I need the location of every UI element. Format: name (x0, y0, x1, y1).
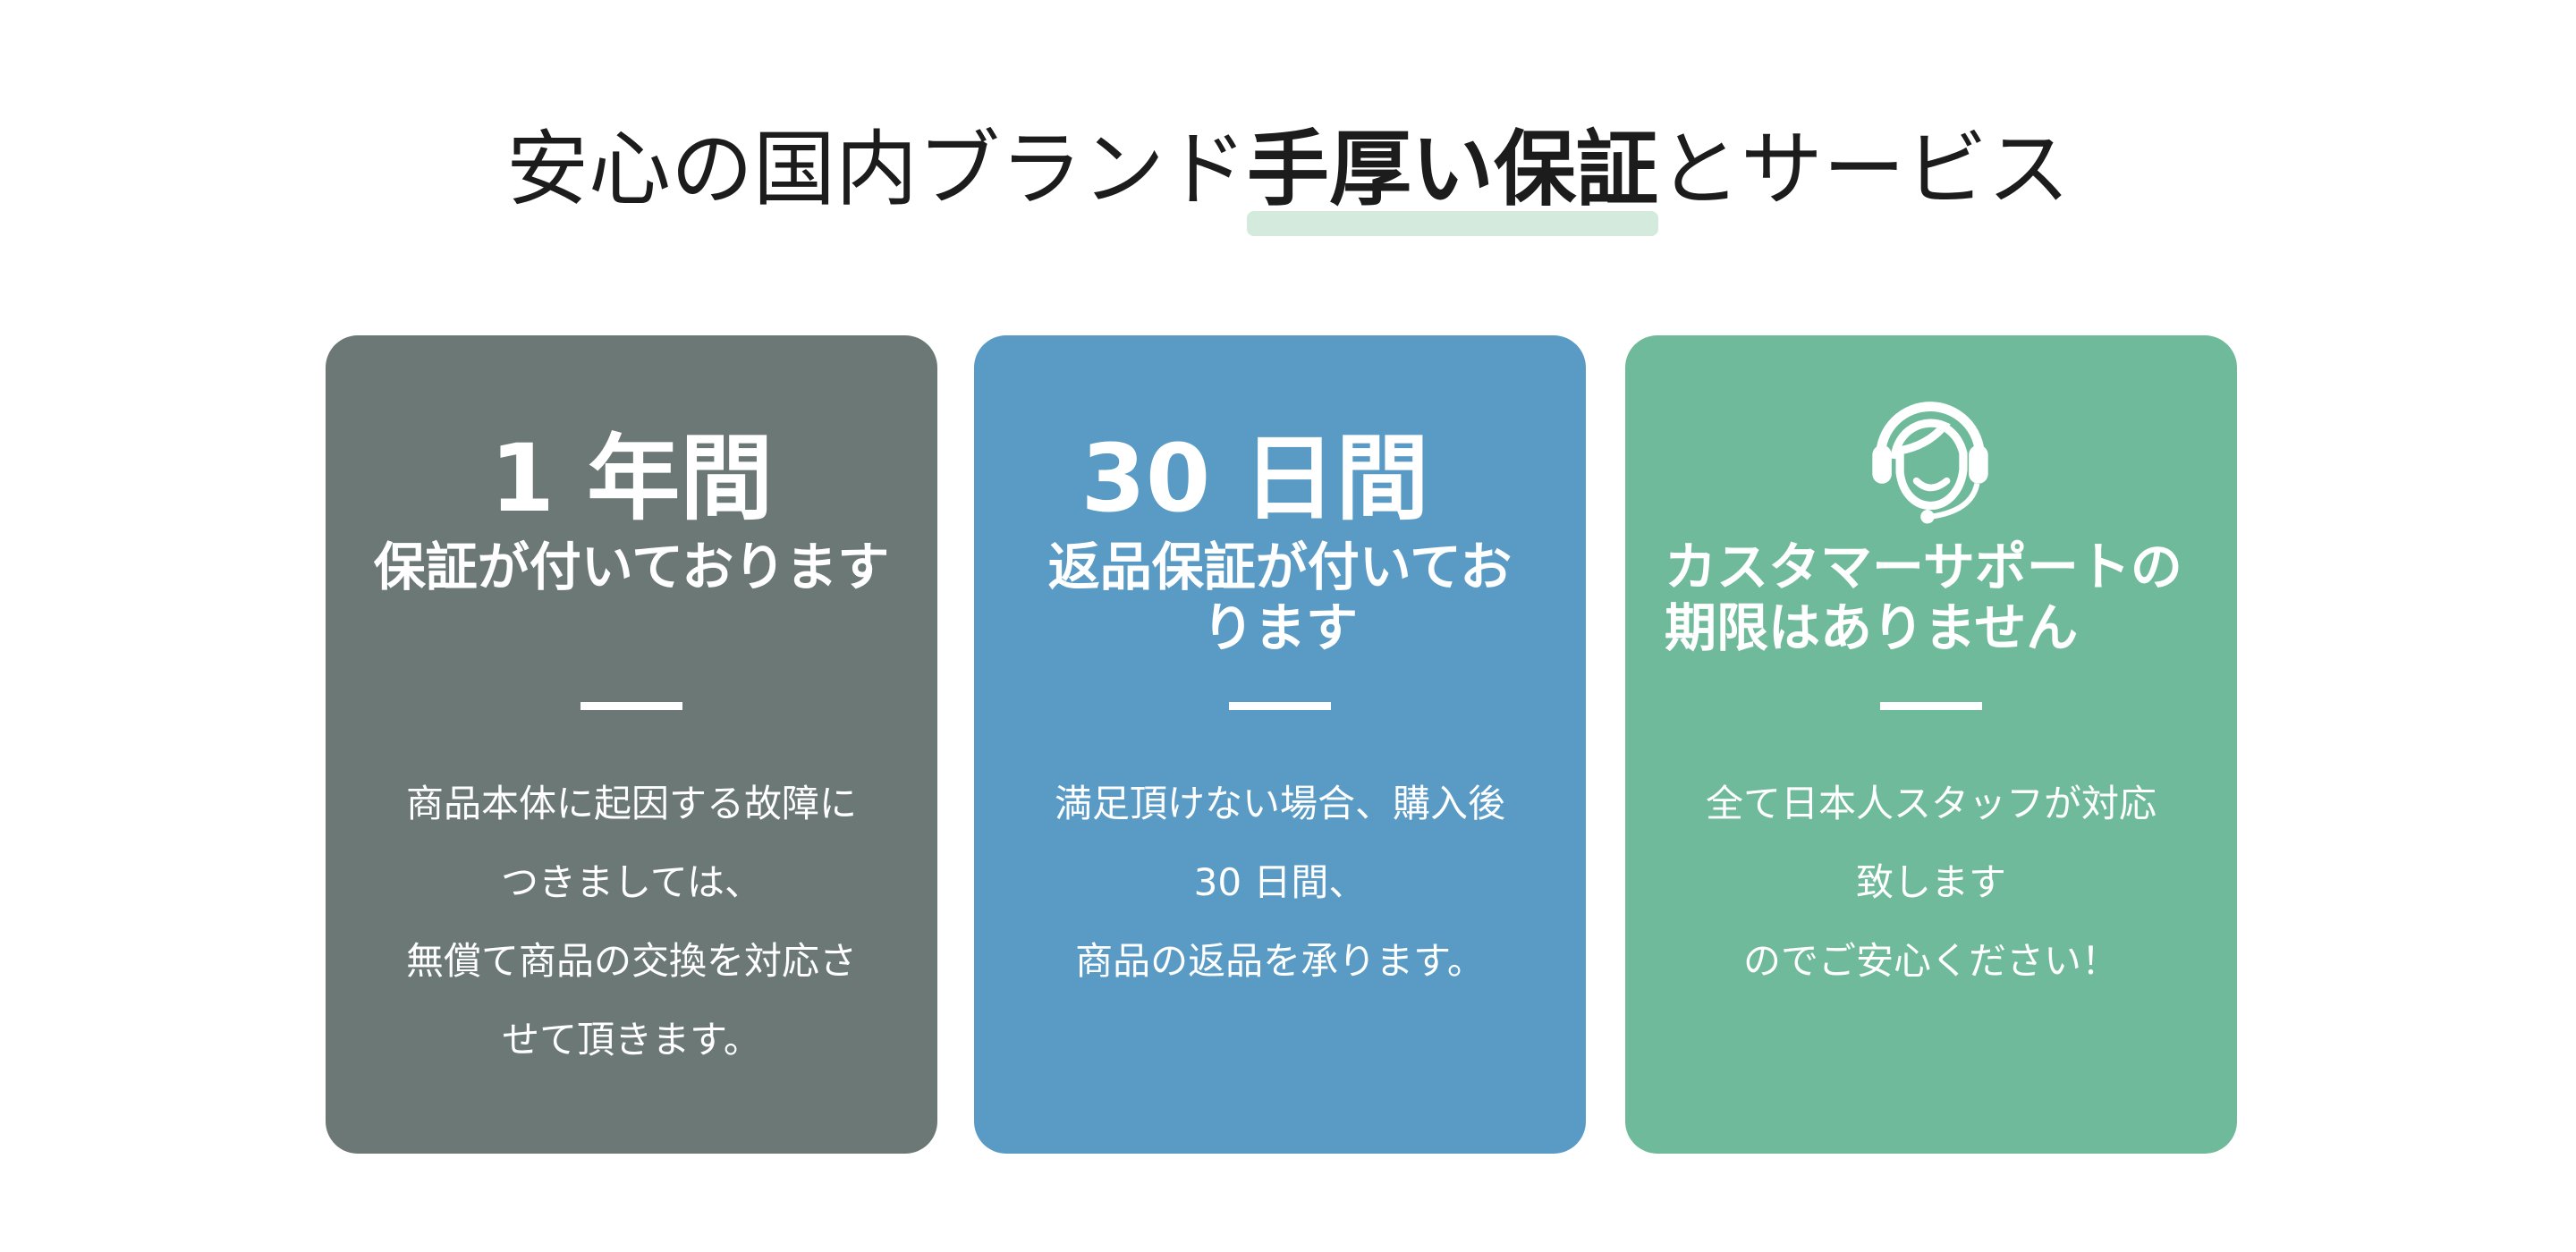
support-card: カスタマーサポートの 期限はありません 全て日本人スタッフが対応 致します ので… (1625, 335, 2237, 1154)
body-line: 30 日間、 (1193, 860, 1367, 904)
headset-support-icon (1872, 402, 1988, 524)
card-subtitle: カスタマーサポートの 期限はありません (1665, 537, 2219, 658)
card-body: 満足頂けない場合、購入後 30 日間、 商品の返品を承ります。 (974, 765, 1586, 1001)
title-suffix: とサービス (1658, 122, 2071, 217)
title-highlight: 手厚い保証 (1246, 116, 1659, 236)
section-title: 安心の国内ブランド手厚い保証とサービス (0, 116, 2576, 236)
card-subtitle: 返品保証が付いてお ります (974, 537, 1586, 658)
return-card: 30 日間 返品保証が付いてお ります 満足頂けない場合、購入後 30 日間、 … (974, 335, 1586, 1154)
subtitle-line: 保証が付いております (373, 537, 890, 597)
divider (1229, 702, 1331, 710)
card-headline: 1 年間 (489, 424, 774, 533)
subtitle-line: ります (1201, 597, 1358, 658)
subtitle-line: 返品保証が付いてお (1047, 537, 1513, 597)
body-line: 全て日本人スタッフが対応 (1705, 782, 2157, 825)
title-prefix: 安心の国内ブランド (505, 122, 1247, 217)
subtitle-line: カスタマーサポートの (1665, 537, 2182, 597)
subtitle-line: 期限はありません (1665, 597, 2079, 658)
body-line: 無償て商品の交換を対応さ (405, 939, 857, 983)
body-line: のでご安心ください！ (1742, 939, 2119, 983)
body-line: せて頂きます。 (502, 1018, 761, 1062)
body-line: つきましては、 (501, 860, 762, 904)
card-body: 商品本体に起因する故障に つきましては、 無償て商品の交換を対応さ せて頂きます… (326, 765, 937, 1079)
body-line: 満足頂けない場合、購入後 (1054, 782, 1505, 825)
card-headline: 30 日間 (1080, 424, 1429, 533)
body-line: 致します (1855, 860, 2006, 904)
card-body: 全て日本人スタッフが対応 致します のでご安心ください！ (1625, 765, 2237, 1001)
divider (1880, 702, 1982, 710)
body-line: 商品の返品を承ります。 (1075, 939, 1485, 983)
warranty-card: 1 年間 保証が付いております 商品本体に起因する故障に つきましては、 無償て… (326, 335, 937, 1154)
card-subtitle: 保証が付いております (326, 537, 937, 597)
body-line: 商品本体に起因する故障に (405, 782, 857, 825)
divider (580, 702, 682, 710)
